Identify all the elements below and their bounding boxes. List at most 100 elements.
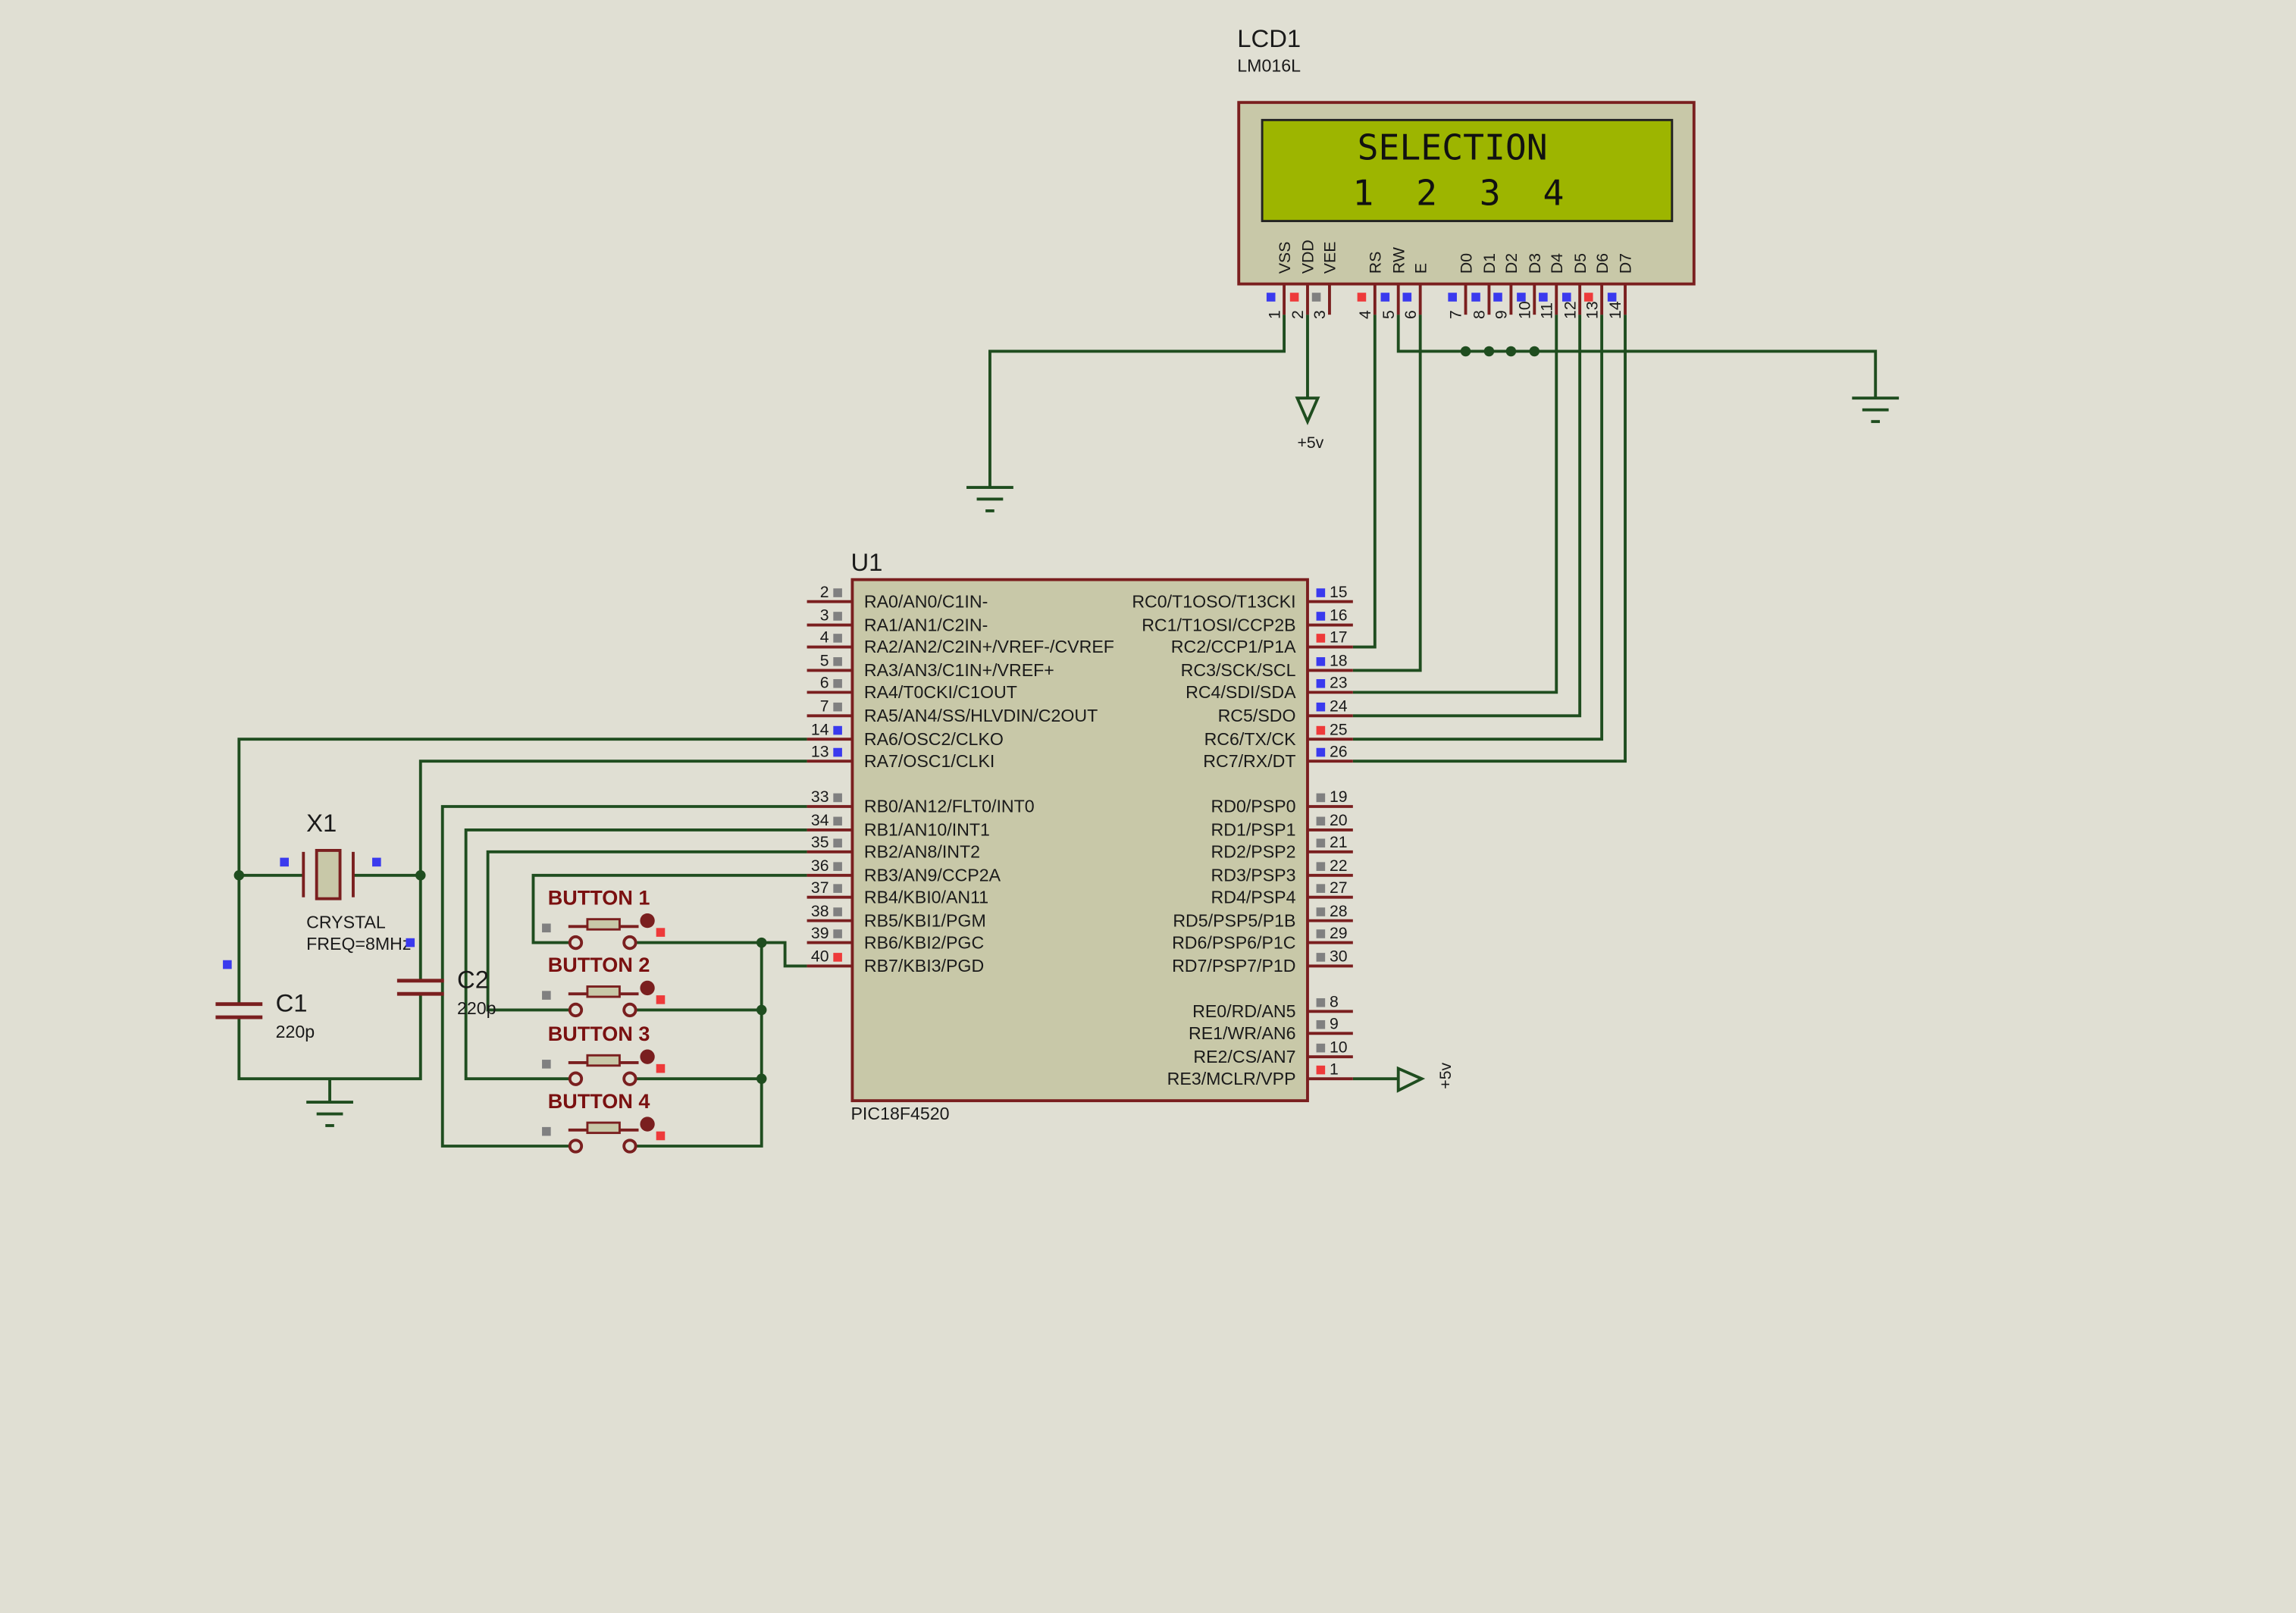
button-cap	[586, 985, 621, 998]
cap2-value: 220p	[457, 998, 496, 1018]
lcd-pin-number: 5	[1380, 310, 1398, 319]
mcu-pin-name: RC7/RX/DT	[1203, 751, 1295, 771]
pin-marker	[1316, 725, 1326, 735]
wire	[440, 805, 807, 1148]
lcd-pin-number: 14	[1606, 301, 1624, 319]
mcu-pin-number: 13	[811, 742, 829, 760]
mcu-pin-name: RD1/PSP1	[1211, 820, 1296, 840]
crystal-body	[315, 849, 342, 900]
pin-marker	[656, 995, 666, 1004]
pin-marker	[1316, 1019, 1326, 1029]
push-button[interactable]: BUTTON 3	[542, 1023, 666, 1086]
push-button[interactable]: BUTTON 1	[542, 886, 666, 951]
mcu-pin-name: RD7/PSP7/P1D	[1172, 956, 1295, 976]
pin-marker	[1316, 702, 1326, 712]
mcu-pin-number: 15	[1330, 583, 1348, 601]
pin-marker	[542, 1060, 551, 1069]
pin-marker	[833, 929, 842, 938]
mcu-pin-name: RA3/AN3/C1IN+/VREF+	[864, 660, 1054, 680]
lcd-pin-number: 2	[1289, 310, 1307, 319]
wire	[1352, 315, 1558, 694]
junction-dot	[756, 937, 767, 948]
lcd-pin-number: 12	[1561, 301, 1579, 319]
power-symbol: +5v	[1295, 396, 1324, 452]
push-button[interactable]: BUTTON 4	[542, 1090, 666, 1154]
lcd-pin-name: D1	[1480, 253, 1499, 274]
lcd-pin-number: 13	[1583, 301, 1601, 319]
mcu-pin-number: 25	[1330, 720, 1348, 738]
pin-marker	[1316, 747, 1326, 757]
mcu-pin-number: 16	[1330, 606, 1348, 625]
lcd-line-2: 1 2 3 4	[1352, 172, 1564, 213]
lcd-ref: LCD1	[1237, 24, 1301, 52]
pin-marker	[833, 725, 842, 735]
mcu-part: PIC18F4520	[851, 1104, 950, 1123]
pin-marker	[1357, 293, 1367, 302]
pin-marker	[833, 747, 842, 757]
mcu-pin-number: 37	[811, 879, 829, 897]
wire	[1352, 315, 1627, 763]
mcu-pin-number: 39	[811, 924, 829, 942]
mcu-pin-number: 38	[811, 902, 829, 920]
junction-dot	[1505, 346, 1517, 357]
mcu-pin-number: 23	[1330, 674, 1348, 692]
ground-symbol	[306, 1101, 353, 1127]
wire	[1352, 315, 1604, 741]
pin-marker	[833, 838, 842, 848]
button-indicator	[640, 1049, 655, 1064]
lcd-pin-number: 9	[1493, 310, 1511, 319]
pin-marker	[1583, 293, 1593, 302]
pin-marker	[833, 907, 842, 916]
pin-marker	[1493, 293, 1502, 302]
pin-marker	[1311, 293, 1321, 302]
mcu-pin-name: RA0/AN0/C1IN-	[864, 591, 988, 611]
pin-marker	[1316, 679, 1326, 688]
mcu-pin-number: 22	[1330, 857, 1348, 875]
mcu-pin-number: 40	[811, 947, 829, 966]
lcd-pin-name: VEE	[1321, 242, 1339, 274]
button-contact	[568, 1071, 584, 1086]
wire	[988, 315, 1286, 488]
button-label: BUTTON 4	[548, 1090, 650, 1113]
pin-marker	[1517, 293, 1526, 302]
push-button[interactable]: BUTTON 2	[542, 954, 666, 1018]
mcu-pin-number: 29	[1330, 924, 1348, 942]
mcu-pin-name: RC1/T1OSI/CCP2B	[1142, 615, 1295, 634]
wire	[418, 760, 807, 981]
lcd-module[interactable]: LCD1 LM016L SELECTION 1 2 3 4 VSS1VDD2VE…	[1237, 24, 1696, 319]
mcu-pin-number: 21	[1330, 833, 1348, 851]
pin-marker	[223, 960, 232, 969]
mcu-pin-number: 4	[820, 628, 829, 647]
capacitor-c1[interactable]: C1 220p	[215, 960, 315, 1041]
mcu-pin-number: 5	[820, 652, 829, 670]
pin-marker	[833, 634, 842, 643]
mcu-pin-number: 9	[1330, 1015, 1339, 1033]
junction-dot	[756, 1004, 767, 1016]
mcu-pin-number: 28	[1330, 902, 1348, 920]
button-indicator	[640, 1117, 655, 1132]
pin-marker	[833, 862, 842, 871]
junction-dot	[415, 870, 426, 881]
mcu-pin-number: 36	[811, 857, 829, 875]
pin-marker	[833, 657, 842, 666]
pin-marker	[1316, 862, 1326, 871]
lcd-pin-name: D5	[1571, 253, 1590, 274]
mcu-pin-name: RA6/OSC2/CLKO	[864, 729, 1004, 749]
ground-symbol	[1852, 396, 1900, 424]
mcu-pin-name: RA5/AN4/SS/HLVDIN/C2OUT	[864, 706, 1098, 725]
mcu-pin-name: RC3/SCK/SCL	[1181, 660, 1296, 680]
mcu-pin-name: RD6/PSP6/P1C	[1172, 932, 1295, 952]
wires	[237, 315, 1878, 1148]
pin-marker	[1316, 998, 1326, 1007]
mcu-pin-number: 26	[1330, 742, 1348, 760]
crystal-x1[interactable]: X1 CRYSTAL FREQ=8MHz	[280, 809, 411, 954]
pin-marker	[1448, 293, 1457, 302]
junction-dot	[1483, 346, 1495, 357]
pin-marker	[1316, 1043, 1326, 1053]
capacitor-c2[interactable]: C2 220p	[396, 938, 496, 1018]
mcu-pin-number: 17	[1330, 628, 1348, 647]
mcu-pin-name: RE2/CS/AN7	[1193, 1047, 1295, 1066]
power-symbol: +5v	[1396, 1062, 1455, 1093]
